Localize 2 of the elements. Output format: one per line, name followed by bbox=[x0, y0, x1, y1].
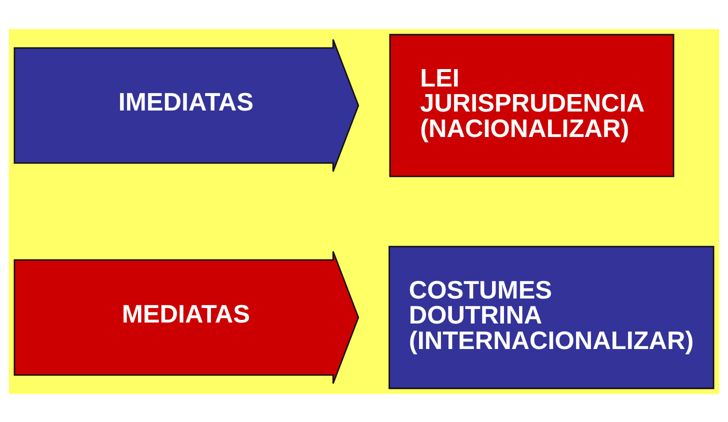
node-box: COSTUMES DOUTRINA (INTERNACIONALIZAR) bbox=[388, 245, 714, 389]
node-box: LEI JURISPRUDENCIA (NACIONALIZAR) bbox=[389, 33, 674, 177]
